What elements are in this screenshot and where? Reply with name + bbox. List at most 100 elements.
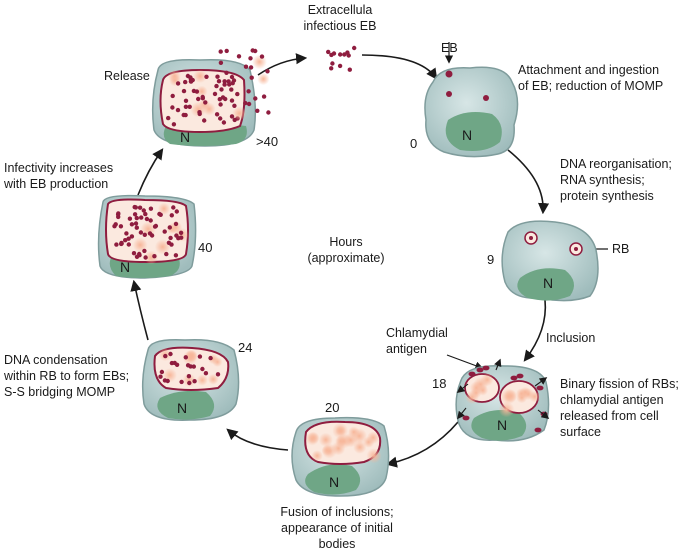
elementary-body bbox=[174, 209, 179, 214]
dna-reorganisation-label: DNA reorganisation; RNA synthesis; prote… bbox=[560, 157, 672, 203]
reticulate-body bbox=[252, 54, 267, 70]
antigen-dot bbox=[462, 415, 470, 421]
nucleus-label: N bbox=[120, 259, 130, 275]
cell-release bbox=[151, 48, 271, 147]
chlamydial-antigen-label: Chlamydial antigen bbox=[386, 326, 448, 356]
elementary-body bbox=[116, 214, 121, 220]
elementary-body bbox=[204, 74, 209, 80]
elementary-body bbox=[138, 230, 144, 235]
reticulate-body bbox=[311, 450, 323, 462]
elementary-body bbox=[219, 87, 224, 92]
elementary-body bbox=[168, 351, 173, 357]
elementary-body bbox=[173, 221, 179, 227]
elementary-body bbox=[202, 118, 207, 123]
elementary-body bbox=[132, 212, 138, 217]
eb-particle bbox=[445, 70, 453, 78]
elementary-body bbox=[229, 98, 235, 103]
elementary-body bbox=[141, 208, 146, 213]
reticulate-body bbox=[257, 72, 270, 86]
reticulate-body bbox=[353, 440, 367, 454]
elementary-body bbox=[218, 116, 223, 121]
elementary-body bbox=[119, 240, 124, 246]
elementary-body bbox=[249, 75, 254, 80]
attachment-label: Attachment and ingestion of EB; reductio… bbox=[518, 63, 664, 93]
elementary-body bbox=[229, 114, 235, 119]
elementary-body bbox=[163, 353, 168, 359]
time-point-40-plus: >40 bbox=[256, 134, 279, 149]
antigen-dot bbox=[510, 375, 518, 381]
nucleus bbox=[471, 410, 527, 441]
elementary-body bbox=[194, 89, 200, 94]
elementary-body bbox=[139, 215, 144, 220]
time-point-20: 20 bbox=[325, 400, 340, 415]
elementary-body bbox=[183, 355, 188, 360]
elementary-body bbox=[235, 91, 240, 97]
fusion-label: Fusion of inclusions; appearance of init… bbox=[280, 505, 394, 551]
elementary-body bbox=[179, 235, 184, 240]
elementary-body bbox=[236, 54, 242, 59]
elementary-body bbox=[142, 248, 147, 254]
elementary-body bbox=[175, 107, 181, 113]
elementary-body bbox=[179, 379, 184, 385]
elementary-body bbox=[214, 112, 220, 117]
reticulate-body bbox=[232, 106, 247, 121]
elementary-body bbox=[222, 79, 227, 84]
reticulate-body bbox=[480, 373, 494, 387]
nucleus-label: N bbox=[180, 129, 190, 145]
reticulate-body bbox=[196, 85, 208, 98]
elementary-body bbox=[224, 48, 229, 54]
antigen-dot bbox=[536, 385, 544, 391]
elementary-body bbox=[212, 91, 218, 97]
reticulate-body bbox=[498, 401, 515, 418]
elementary-body bbox=[243, 64, 249, 69]
elementary-body bbox=[329, 52, 334, 58]
rb-label: RB bbox=[612, 242, 630, 256]
elementary-body bbox=[168, 235, 173, 241]
elementary-body bbox=[200, 366, 205, 372]
elementary-body bbox=[158, 212, 163, 217]
elementary-body bbox=[192, 379, 197, 384]
reticulate-body bbox=[185, 349, 198, 362]
elementary-body bbox=[162, 229, 167, 234]
cell-stage-20 bbox=[291, 416, 390, 497]
elementary-body bbox=[248, 56, 253, 61]
antigen-release-arrow bbox=[537, 409, 550, 419]
reticulate-body bbox=[351, 428, 368, 444]
elementary-body bbox=[129, 234, 135, 239]
elementary-body bbox=[253, 48, 258, 54]
elementary-body bbox=[183, 104, 189, 110]
elementary-body bbox=[186, 374, 192, 379]
reticulate-body bbox=[193, 69, 207, 84]
infectivity-label: Infectivity increases with EB production bbox=[4, 161, 114, 191]
elementary-bodies bbox=[112, 202, 189, 265]
elementary-body bbox=[126, 242, 131, 247]
elementary-body bbox=[188, 78, 194, 84]
elementary-body bbox=[253, 96, 258, 101]
rb-particle bbox=[529, 236, 533, 240]
elementary-body bbox=[166, 115, 171, 121]
elementary-body bbox=[326, 49, 331, 55]
nucleus bbox=[157, 390, 215, 420]
elementary-body bbox=[137, 205, 143, 210]
time-point-9: 9 bbox=[487, 252, 495, 267]
eb-particle bbox=[483, 95, 489, 101]
elementary-body bbox=[167, 225, 172, 230]
elementary-body bbox=[217, 97, 222, 102]
elementary-body bbox=[248, 65, 254, 70]
elementary-body bbox=[216, 79, 222, 84]
elementary-body bbox=[113, 222, 118, 227]
condensing-bodies bbox=[158, 347, 223, 387]
elementary-body bbox=[174, 362, 180, 367]
elementary-body bbox=[127, 216, 133, 221]
elementary-body bbox=[153, 223, 159, 229]
chlamydial-antigen-dots bbox=[462, 365, 548, 433]
elementary-body bbox=[208, 355, 213, 361]
elementary-body bbox=[164, 251, 169, 257]
elementary-body bbox=[246, 101, 252, 107]
elementary-body bbox=[222, 82, 227, 87]
antigen-dot bbox=[468, 371, 476, 377]
elementary-body bbox=[114, 242, 119, 247]
arrow-20-to-24 bbox=[226, 428, 289, 451]
inclusion-label: Inclusion bbox=[546, 331, 596, 345]
